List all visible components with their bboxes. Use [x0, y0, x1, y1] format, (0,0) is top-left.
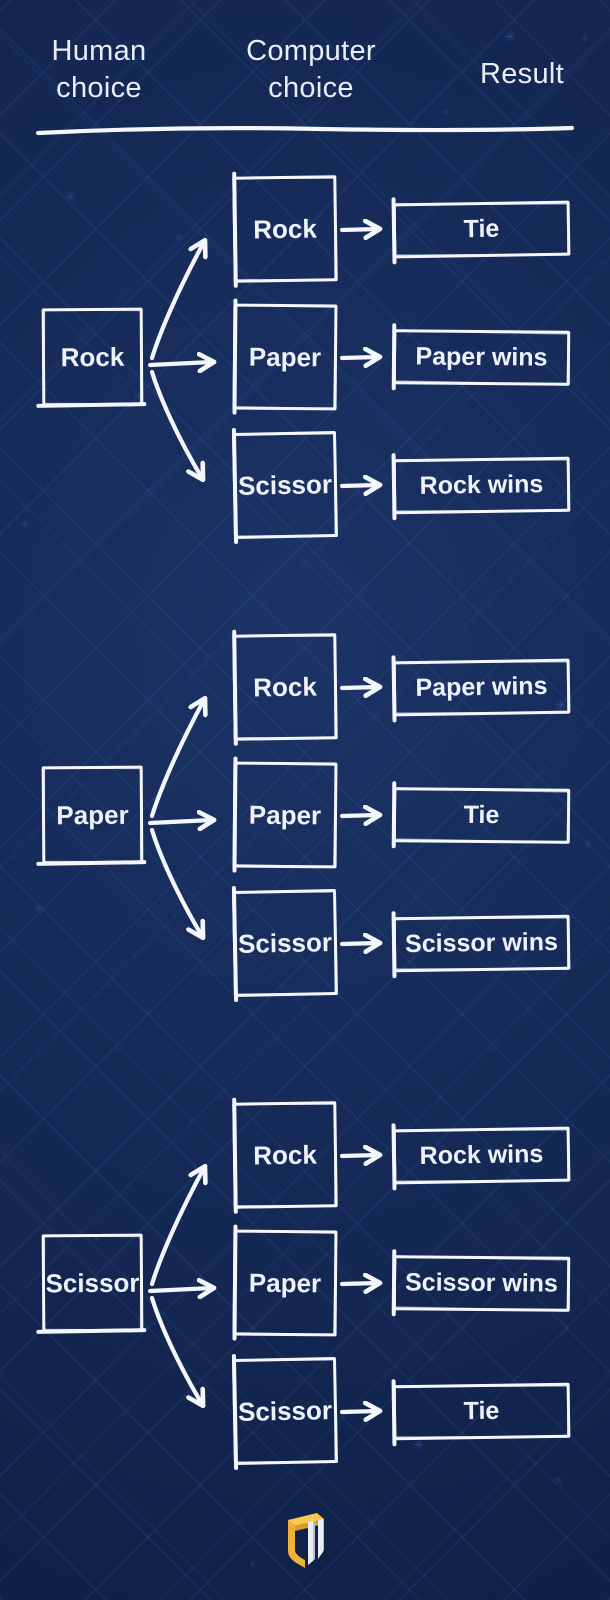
- result-label: Scissor wins: [404, 927, 559, 959]
- column-header-human: Human choice: [51, 35, 147, 104]
- human-choice-box: Scissor: [41, 1233, 144, 1333]
- fan-arrows: [147, 1098, 240, 1468]
- choice-group-scissor: Scissor Rock Rock wins Paper Scissor win…: [0, 1098, 610, 1468]
- arrow-to-top-option: [149, 700, 204, 819]
- result-arrow-icon: [339, 930, 391, 956]
- computer-choice-label: Scissor: [237, 468, 333, 501]
- result-arrow-icon: [339, 1270, 391, 1296]
- result-arrow-icon: [339, 1142, 391, 1168]
- result-arrow-icon: [339, 674, 391, 700]
- fan-arrows: [147, 172, 240, 542]
- result-label: Rock wins: [419, 470, 544, 500]
- human-choice-label: Rock: [60, 341, 125, 372]
- fan-arrows: [147, 630, 240, 1000]
- computer-choice-box: Rock: [232, 1101, 338, 1209]
- result-arrow-icon: [339, 216, 391, 242]
- result-arrow-icon: [339, 1398, 391, 1424]
- column-header-result: Result: [480, 58, 564, 90]
- computer-choice-label: Rock: [252, 213, 317, 244]
- result-box: Paper wins: [392, 329, 571, 386]
- computer-choice-label: Paper: [248, 1267, 322, 1298]
- arrow-to-middle-option: [147, 820, 212, 823]
- computer-choice-box: Rock: [232, 175, 338, 283]
- arrow-to-top-option: [149, 242, 204, 361]
- result-label: Scissor wins: [404, 1268, 559, 1298]
- asterisk-sparkle-icon: [580, 34, 589, 45]
- cw-shield-logo-icon: [288, 1513, 324, 1568]
- computer-choice-box: Scissor: [231, 1357, 339, 1465]
- result-label: Tie: [463, 214, 500, 244]
- computer-choice-label: Paper: [248, 341, 322, 372]
- result-box: Scissor wins: [392, 914, 571, 973]
- header-divider-line: [35, 125, 575, 136]
- result-box: Scissor wins: [392, 1255, 571, 1312]
- computer-choice-box: Paper: [232, 761, 338, 869]
- result-arrow-icon: [339, 802, 391, 828]
- human-choice-label: Paper: [56, 799, 129, 830]
- asterisk-sparkle-icon: [442, 108, 451, 119]
- human-choice-label: Scissor: [45, 1267, 140, 1298]
- computer-choice-box: Rock: [232, 633, 338, 741]
- computer-choice-label: Rock: [252, 1139, 317, 1170]
- result-box: Tie: [392, 200, 571, 259]
- result-label: Rock wins: [419, 1140, 544, 1170]
- arrow-to-bottom-option: [149, 827, 202, 936]
- computer-choice-label: Scissor: [237, 926, 333, 959]
- computer-choice-box: Paper: [232, 303, 338, 411]
- asterisk-sparkle-icon: [248, 1560, 257, 1571]
- arrow-to-middle-option: [147, 362, 212, 365]
- asterisk-sparkle-icon: [554, 1476, 563, 1487]
- result-label: Paper wins: [415, 671, 548, 703]
- column-header-computer: Computer choice: [246, 35, 376, 104]
- result-arrow-icon: [339, 344, 391, 370]
- result-box: Paper wins: [392, 658, 571, 717]
- result-label: Tie: [463, 1396, 500, 1426]
- computer-choice-box: Scissor: [231, 889, 339, 997]
- computer-choice-box: Paper: [232, 1229, 338, 1337]
- result-label: Paper wins: [415, 342, 548, 372]
- computer-choice-label: Rock: [252, 671, 317, 702]
- choice-group-rock: Rock Rock Tie Paper Paper wins Scissor: [0, 172, 610, 542]
- result-box: Tie: [392, 1382, 571, 1441]
- arrow-to-bottom-option: [149, 1295, 202, 1404]
- result-box: Rock wins: [392, 1126, 571, 1185]
- arrow-to-top-option: [149, 1168, 204, 1287]
- result-arrow-icon: [339, 472, 391, 498]
- choice-group-paper: Paper Rock Paper wins Paper Tie Scissor: [0, 630, 610, 1000]
- computer-choice-label: Scissor: [237, 1394, 333, 1427]
- result-box: Tie: [392, 787, 571, 844]
- result-box: Rock wins: [392, 456, 571, 515]
- result-label: Tie: [463, 800, 500, 830]
- arrow-to-middle-option: [147, 1288, 212, 1291]
- human-choice-box: Paper: [41, 765, 144, 865]
- computer-choice-box: Scissor: [231, 431, 339, 539]
- human-choice-box: Rock: [41, 307, 144, 407]
- computer-choice-label: Paper: [248, 799, 322, 830]
- arrow-to-bottom-option: [149, 369, 202, 478]
- asterisk-sparkle-icon: [504, 30, 517, 45]
